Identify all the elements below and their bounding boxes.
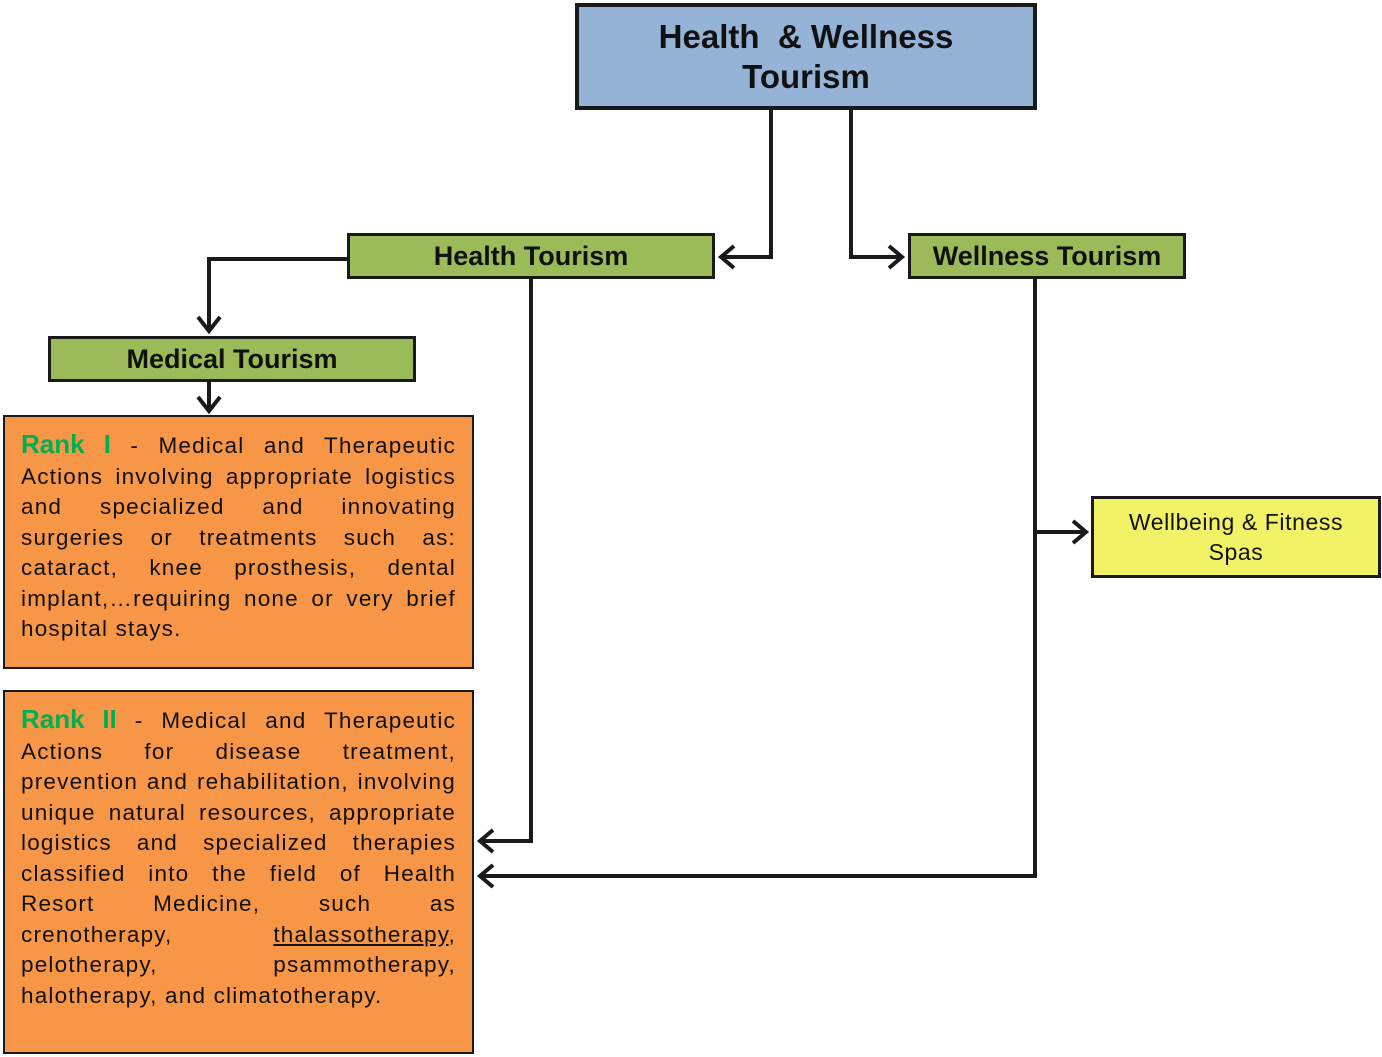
rank-2-underlined-term: thalassotherapy (273, 921, 449, 947)
rank-2-description-end: , pelotherapy, psammotherapy, halotherap… (21, 921, 456, 1008)
title-line-1: Health & Wellness (658, 17, 954, 55)
title-line-2: Tourism (742, 57, 870, 95)
rank2-lower-arrowhead (476, 863, 495, 889)
wellbeing-fitness-spas-box: Wellbeing & Fitness Spas (1091, 496, 1381, 578)
rank1-arrowhead (196, 395, 222, 415)
wellness-tourism-to-rank2-line (481, 279, 1037, 878)
rank-1-description: - Medical and Therapeutic Actions involv… (21, 433, 456, 641)
medical-tourism-box: Medical Tourism (48, 336, 416, 382)
wellness-tourism-box: Wellness Tourism (908, 233, 1186, 279)
health-tourism-box: Health Tourism (347, 233, 715, 279)
rank-2-box: Rank II - Medical and Therapeutic Action… (3, 690, 474, 1054)
rank-2-label: Rank II (21, 704, 117, 734)
wellness-tourism-label: Wellness Tourism (932, 240, 1162, 271)
health-tourism-label: Health Tourism (433, 240, 629, 271)
spas-line-2: Spas (1208, 539, 1264, 565)
rank2-upper-arrowhead (476, 828, 495, 854)
spas-arrowhead (1071, 519, 1090, 545)
medical-tourism-arrowhead (196, 315, 222, 335)
title-to-health-tourism-line (722, 110, 773, 259)
wellness-tourism-arrowhead (887, 244, 906, 270)
health-tourism-to-rank2-line (481, 279, 533, 843)
rank-1-box: Rank I - Medical and Therapeutic Actions… (3, 415, 474, 669)
rank-1-label: Rank I (21, 429, 111, 459)
medical-tourism-label: Medical Tourism (126, 343, 338, 374)
health-to-medical-tourism-line (207, 257, 347, 329)
health-tourism-arrowhead (717, 244, 736, 270)
rank-2-description-start: - Medical and Therapeutic Actions for di… (21, 708, 456, 947)
health-wellness-tourism-box: Health & Wellness Tourism (575, 3, 1037, 110)
title-to-wellness-tourism-line (849, 110, 901, 259)
spas-line-1: Wellbeing & Fitness (1128, 509, 1344, 535)
